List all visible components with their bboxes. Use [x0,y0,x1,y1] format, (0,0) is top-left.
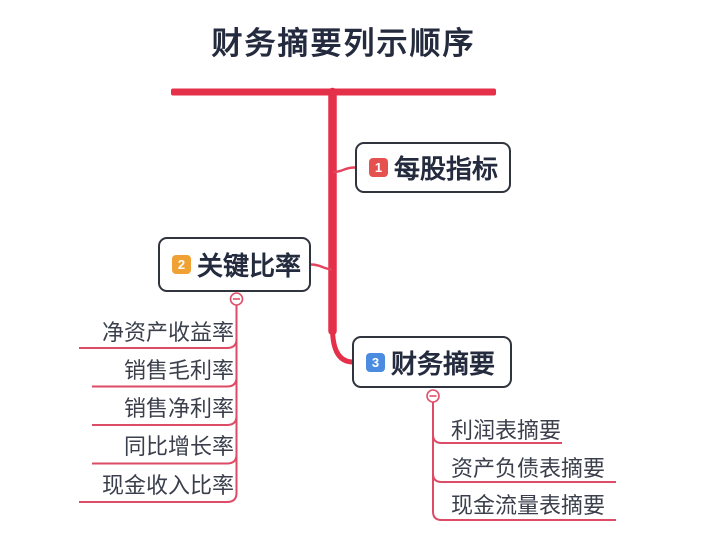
branch-connector-key-ratios [310,263,333,271]
subtopic-net-margin[interactable]: 销售净利率 [123,396,234,421]
subtopic-cash-income-ratio[interactable]: 现金收入比率 [101,473,234,498]
subtopic-balance-sheet-summary[interactable]: 资产负债表摘要 [451,456,606,481]
subtopic-yoy-growth[interactable]: 同比增长率 [123,434,234,459]
subtopic-roe[interactable]: 净资产收益率 [101,320,234,345]
topic-key-ratios[interactable]: 2 关键比率 [158,237,311,292]
subtopic-underline-yoy-growth [92,454,238,465]
priority-badge-1: 1 [369,158,388,177]
subtopic-income-statement-summary[interactable]: 利润表摘要 [451,418,562,443]
topic-label-financial-summary: 财务摘要 [391,348,496,379]
topic-financial-summary[interactable]: 3 财务摘要 [352,336,512,388]
subtopic-underline-net-margin [92,415,238,426]
subtopic-underline-roe [79,338,238,349]
subtopic-underline-income-statement [432,434,562,444]
trunk-curve-to-financial-summary [330,325,356,365]
collapse-toggle-financial-summary[interactable] [426,389,440,403]
subtopic-underline-gross-margin [92,377,238,388]
priority-badge-2: 2 [172,255,191,274]
subtopic-underline-cash-income-ratio [79,492,238,503]
subtopic-underline-cash-flow [432,511,616,521]
topic-label-per-share: 每股指标 [394,154,499,184]
branch-connector-per-share [332,166,356,174]
collapse-toggle-key-ratios[interactable] [229,292,244,306]
topic-label-key-ratios: 关键比率 [197,251,302,281]
priority-badge-3: 3 [366,352,385,372]
topic-per-share-indicators[interactable]: 1 每股指标 [355,142,511,193]
subtopic-underline-balance-sheet [432,473,616,483]
subtopic-gross-margin[interactable]: 销售毛利率 [123,358,234,383]
central-topic-title[interactable]: 财务摘要列示顺序 [211,26,476,61]
subtopic-cash-flow-summary[interactable]: 现金流量表摘要 [451,493,606,518]
